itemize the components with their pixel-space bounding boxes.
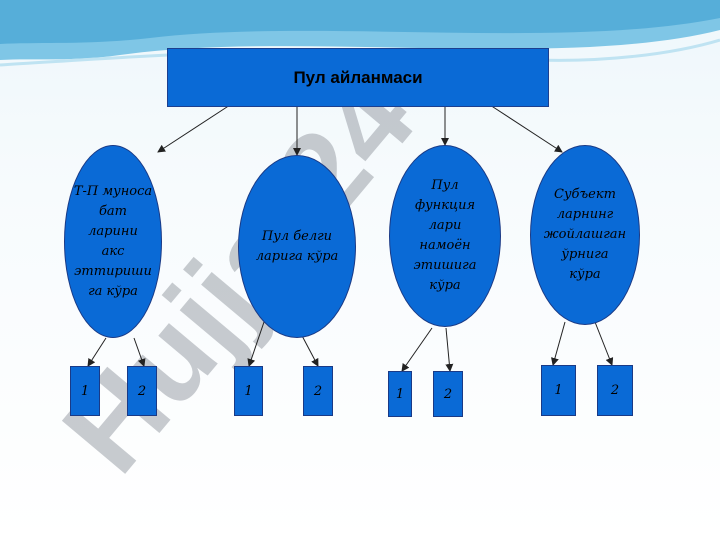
subnode-4-1: 1 — [541, 365, 576, 416]
subnode-1-1: 1 — [70, 366, 100, 416]
header-wave-decoration — [0, 0, 720, 67]
subnode-3-2: 2 — [433, 371, 463, 417]
node-relations: Т-П муноса бат ларини акс эттириши га кў… — [64, 145, 162, 338]
node-money-functions: Пул функция лари намоён этишига кўра — [389, 145, 501, 327]
subnode-3-1: 1 — [388, 371, 412, 417]
subnode-2-2: 2 — [303, 366, 333, 416]
subnode-2-1: 1 — [234, 366, 263, 416]
subnode-4-2: 2 — [597, 365, 633, 416]
node-money-signs: Пул белги ларига кўра — [238, 155, 356, 338]
node-subjects-location: Субъект ларнинг жойлашган ўрнига кўра — [530, 145, 640, 325]
subnode-1-2: 2 — [127, 366, 157, 416]
diagram-title: Пул айланмаси — [167, 48, 549, 107]
